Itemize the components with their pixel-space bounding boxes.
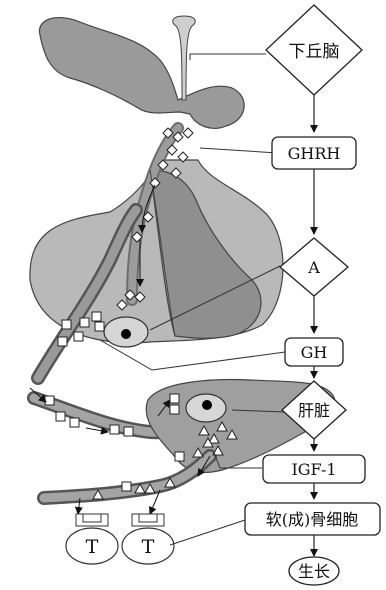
cartilage-cell-label: 软(成)骨细胞 <box>266 510 359 529</box>
igf1-label: IGF-1 <box>291 460 336 479</box>
growth-node: 生长 <box>289 557 339 585</box>
gh-node: GH <box>285 338 343 366</box>
hypothalamus-node: 下丘脑 <box>266 5 362 95</box>
hypothalamus-label: 下丘脑 <box>289 42 340 62</box>
gh-label: GH <box>301 343 328 362</box>
a-node: A <box>280 238 348 296</box>
cartilage-cell-node: 软(成)骨细胞 <box>245 503 380 535</box>
growth-label: 生长 <box>298 562 330 581</box>
hypothalamus-mass <box>39 18 244 129</box>
a-label: A <box>307 258 320 277</box>
target-cell-label: T <box>142 536 155 558</box>
gh-cell-nucleus <box>121 329 131 339</box>
infundibulum-top <box>173 16 196 100</box>
igf1-node: IGF-1 <box>263 455 365 483</box>
target-cell-right: T <box>122 514 174 564</box>
ghrh-node: GHRH <box>272 137 356 169</box>
target-cell-label: T <box>86 536 99 558</box>
liver-label: 肝脏 <box>298 401 330 420</box>
ghrh-label: GHRH <box>288 144 341 163</box>
liver-illustration <box>30 380 335 514</box>
target-cell-left: T <box>66 514 118 564</box>
brain-illustration <box>30 16 283 378</box>
